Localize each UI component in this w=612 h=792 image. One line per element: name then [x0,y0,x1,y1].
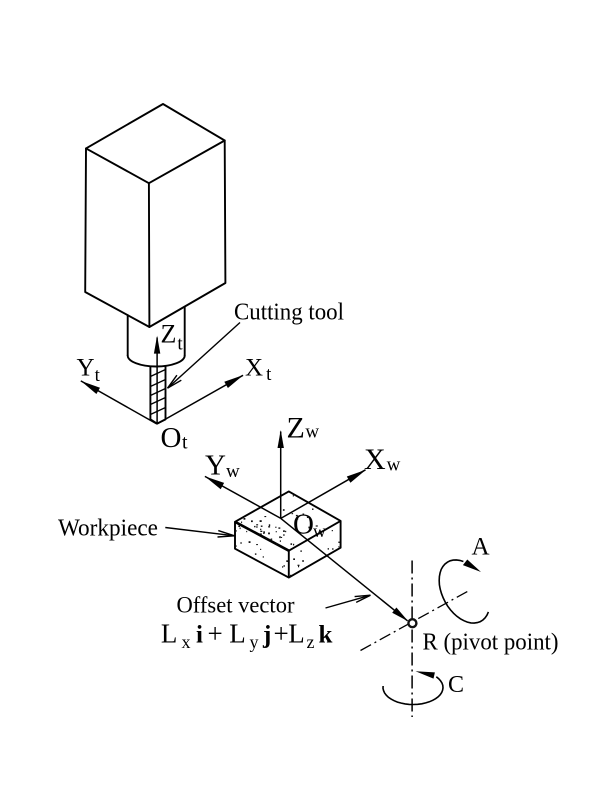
svg-text:Lxi+Lyj+Lzk: Lxi+Lyj+Lzk [161,619,333,653]
svg-text:C: C [448,672,464,698]
svg-text:Offset vector: Offset vector [177,593,295,619]
svg-text:Cutting tool: Cutting tool [234,299,344,326]
svg-text:Zw: Zw [287,412,320,445]
svg-text:R (pivot point): R (pivot point) [423,629,559,655]
svg-text:A: A [472,533,490,560]
svg-text:Workpiece: Workpiece [58,516,158,542]
